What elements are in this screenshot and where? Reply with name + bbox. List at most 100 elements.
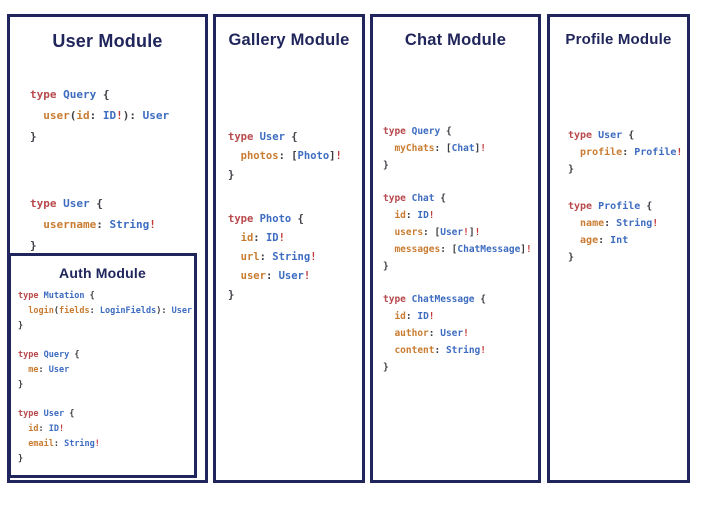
code-token: login [18,306,54,316]
code-token: ! [335,150,342,162]
code-token: : [405,210,418,221]
code-line: author: User! [383,325,538,342]
code-token: Profile [634,147,677,158]
code-token: ! [428,311,435,322]
code-token: ! [474,227,481,238]
code-line: } [18,452,194,467]
code-token: user [30,109,70,122]
code-token: ! [116,109,123,122]
code-token: ID [48,424,59,434]
code-token: String [109,218,150,231]
code-token: type [568,201,599,212]
code-token: Profile [598,201,647,212]
code-token: ! [94,439,100,449]
code-token: ID [417,210,429,221]
code-token: : [259,251,273,263]
code-token: : [428,328,441,339]
code-token: : [598,235,611,246]
code-line: type Profile { [568,198,687,215]
code-token: ! [149,218,156,231]
code-token: String [272,251,311,263]
code-token: ! [652,218,659,229]
code-token: } [568,252,575,263]
code-token: String [64,439,95,449]
code-token: Query [63,88,103,101]
code-token: id [76,109,90,122]
panel-title: Auth Module [59,265,146,281]
code-block: type User { id: ID! email: String!} [18,407,194,467]
code-area: type User { photos: [Photo]!}type Photo … [228,128,362,305]
code-token: author [383,328,429,339]
code-token: : [ [440,244,458,255]
code-block: type Query { myChats: [Chat]!} [383,123,538,174]
code-line: users: [User!]! [383,224,538,241]
code-token: ! [310,251,317,263]
code-token: : [622,147,635,158]
code-area: type Query { user(id: ID!): User}type Us… [30,84,205,256]
code-token: users [383,227,424,238]
code-area: type Query { myChats: [Chat]!}type Chat … [383,123,538,376]
panel-title: Profile Module [565,31,672,48]
code-line: } [383,258,538,275]
code-line: me: User [18,363,194,378]
code-token: type [18,291,44,301]
code-token: { [480,294,486,305]
code-token: ! [278,232,285,244]
code-token: username [30,218,97,231]
code-line: type Query { [18,348,194,363]
code-block: type ChatMessage { id: ID! author: User!… [383,291,538,376]
code-line: type Query { [30,84,205,105]
code-line: type User { [228,128,362,147]
code-token: } [228,169,235,181]
code-token: type [228,131,260,143]
code-line: } [383,359,538,376]
panel-gallery-module: Gallery Module type User { photos: [Phot… [213,14,365,483]
code-token: id [18,424,39,434]
code-line: profile: Profile! [568,144,687,161]
code-token: User [63,197,97,210]
code-line: } [228,286,362,305]
code-token: type [18,409,44,419]
code-line: } [228,166,362,185]
code-line: type Photo { [228,210,362,229]
code-line: type ChatMessage { [383,291,538,308]
code-token: : [ [434,143,452,154]
code-token: : [253,232,266,244]
panel-auth-module: Auth Module type Mutation { login(fields… [8,253,197,478]
code-token: user [228,270,266,282]
panel-title: Gallery Module [228,31,350,49]
code-token: ! [676,147,683,158]
code-block: type User { profile: Profile!} [568,127,687,178]
code-token: User [43,409,70,419]
code-token: profile [568,147,623,158]
code-token: type [30,88,64,101]
code-token: Query [43,350,75,360]
code-block: type Photo { id: ID! url: String! user: … [228,210,362,305]
code-token: } [30,239,37,252]
code-token: User [259,131,292,143]
code-line: } [18,319,194,334]
code-token: ! [480,143,487,154]
code-token: } [228,289,235,301]
code-line: photos: [Photo]! [228,147,362,166]
code-line: id: ID! [228,229,362,248]
code-token: type [383,294,412,305]
code-block: type Query { me: User} [18,348,194,393]
code-line: email: String! [18,437,194,452]
code-token: url [228,251,260,263]
code-token: : [96,218,110,231]
code-line: id: ID! [18,422,194,437]
code-token: Chat [451,143,475,154]
code-token: User [598,130,629,141]
code-line: id: ID! [383,207,538,224]
code-token: } [30,130,37,143]
code-line: username: String! [30,214,205,235]
code-token: id [383,311,406,322]
code-token: age [568,235,599,246]
code-line: type Mutation { [18,289,194,304]
code-token: : [89,109,103,122]
code-token: : [53,439,65,449]
code-token: { [74,350,80,360]
code-block: type Profile { name: String! age: Int} [568,198,687,266]
code-line: name: String! [568,215,687,232]
